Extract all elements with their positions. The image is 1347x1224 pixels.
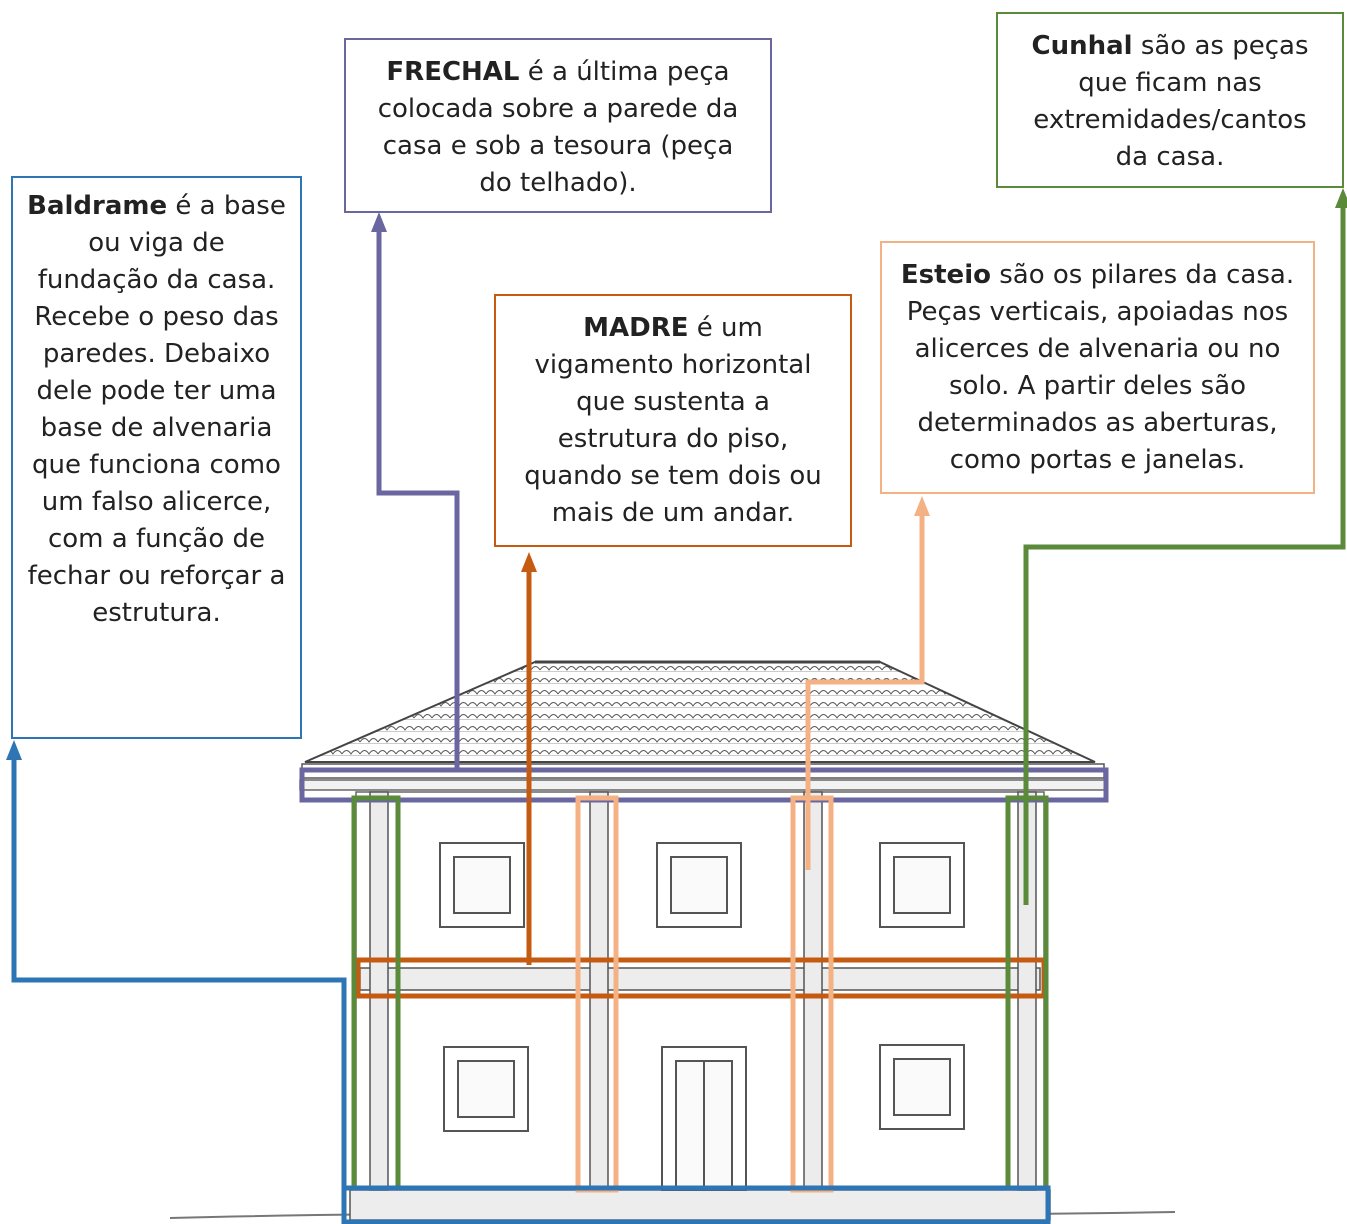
esteio-term: Esteio [900, 260, 991, 290]
baldrame-description: é a base ou viga de fundação da casa. Re… [27, 191, 286, 628]
baldrame-term: Baldrame [27, 191, 168, 221]
baldrame-label: Baldrame é a base ou viga de fundação da… [11, 176, 302, 739]
frechal-description: é a última peça colocada sobre a parede … [377, 57, 739, 198]
frechal-term: FRECHAL [386, 57, 520, 87]
cunhal-description: são as peças que ficam nas extremidades/… [1033, 31, 1309, 172]
windows [439, 842, 965, 1191]
baldrame-leader [6, 740, 347, 1222]
madre-description: é um vigamento horizontal que sustenta a… [524, 313, 822, 528]
cunhal-term: Cunhal [1031, 31, 1133, 61]
cunhal-leader [1023, 188, 1347, 905]
frechal-leader [371, 212, 460, 770]
esteio-leader [805, 496, 930, 870]
madre-label: MADRE é um vigamento horizontal que sust… [494, 294, 852, 547]
frechal-label: FRECHAL é a última peça colocada sobre a… [344, 38, 772, 213]
esteio-description: são os pilares da casa. Peças verticais,… [906, 260, 1295, 475]
esteio-label: Esteio são os pilares da casa. Peças ver… [880, 241, 1315, 494]
cunhal-label: Cunhal são as peças que ficam nas extrem… [996, 12, 1344, 188]
madre-leader [521, 552, 537, 965]
frechal-highlight [299, 767, 1109, 803]
madre-term: MADRE [583, 313, 689, 343]
